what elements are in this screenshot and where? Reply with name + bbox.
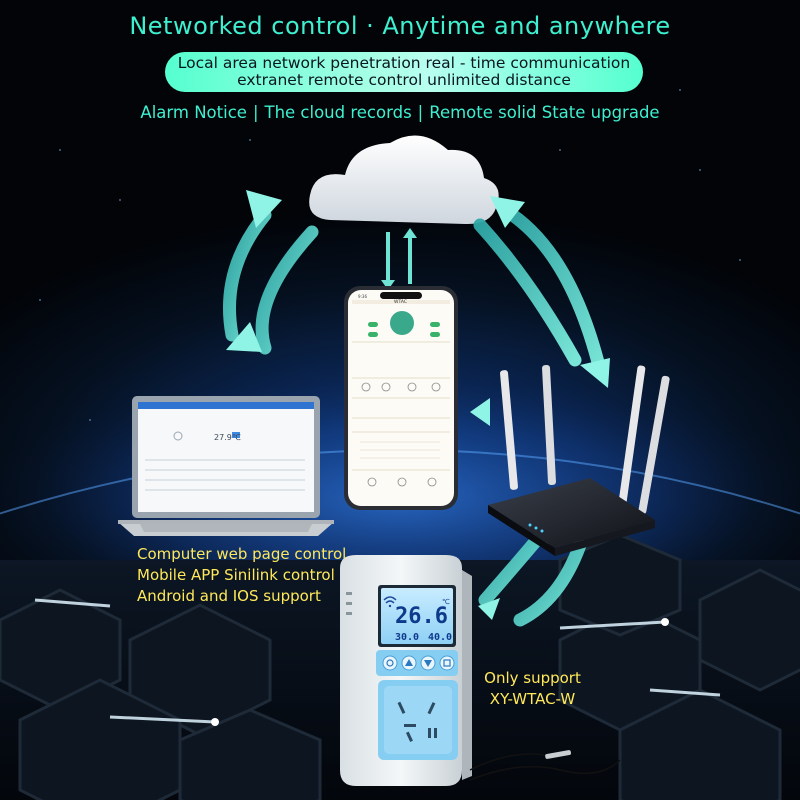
device-set-low: 30.0 (395, 632, 419, 643)
cloud-phone-arrowheads (381, 228, 417, 290)
phone-status-time: 9:36 (358, 294, 367, 299)
thermostat-device (340, 555, 472, 786)
device-temp-unit: ℃ (442, 598, 450, 606)
router-icon (488, 365, 670, 556)
device-buttons (382, 655, 455, 671)
feature-list: Alarm Notice | The cloud records | Remote so… (0, 103, 800, 122)
tile-sparkles (211, 618, 669, 726)
feature-separator: | (252, 103, 259, 122)
feature-remote-upgrade: Remote solid State upgrade (429, 103, 660, 122)
cloud-phone-arrows (386, 232, 412, 284)
wifi-icon (383, 596, 397, 604)
probe-sensor (545, 750, 572, 759)
feature-alarm-notice: Alarm Notice (140, 103, 247, 122)
device-set-high: 40.0 (428, 632, 452, 643)
model-support-caption: Only support XY-WTAC-W (480, 668, 585, 710)
caption-app-control: Mobile APP Sinilink control (137, 566, 335, 584)
caption-model-number: XY-WTAC-W (489, 690, 576, 708)
phone-app-title: WTAC (394, 299, 407, 305)
feature-separator: | (417, 103, 424, 122)
banner-line-2: extranet remote control unlimited distan… (237, 71, 571, 89)
caption-only-support: Only support (484, 669, 581, 687)
probe-cable (469, 753, 621, 781)
page-title: Networked control · Anytime and anywhere (129, 12, 671, 40)
banner-line-1: Local area network penetration real - ti… (177, 54, 631, 72)
laptop-icon (118, 396, 334, 536)
arrow-heads (226, 190, 610, 620)
tile-glow (34, 598, 721, 724)
feature-banner: Local area network penetration real - ti… (165, 52, 643, 92)
caption-web-control: Computer web page control (137, 545, 347, 563)
phone-icon (344, 286, 458, 510)
hex-tiles (0, 533, 800, 800)
control-methods-caption: Computer web page control Mobile APP Sin… (137, 544, 346, 607)
laptop-screen-temp: 27.9℃ (214, 433, 241, 442)
feature-cloud-records: The cloud records (264, 103, 412, 122)
caption-platform-support: Android and IOS support (137, 587, 321, 605)
cloud-icon (309, 135, 499, 225)
device-current-temp: 26.6 (395, 604, 448, 629)
